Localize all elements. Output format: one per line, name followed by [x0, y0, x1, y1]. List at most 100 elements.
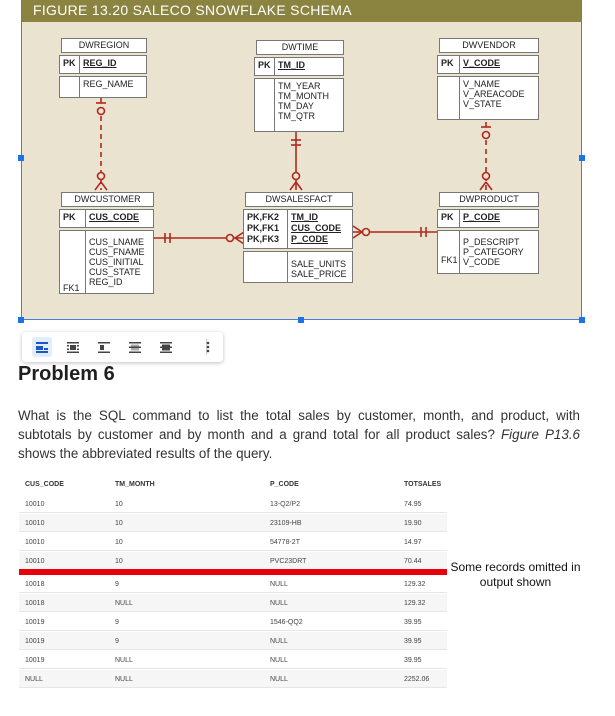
entity-pk-row: PK CUS_CODE — [59, 209, 154, 228]
entity-attr-row: V_NAME V_AREACODE V_STATE — [437, 76, 539, 120]
cell-p-code: NULL — [270, 600, 288, 607]
question-main: What is the SQL command to list the tota… — [18, 408, 580, 442]
entity-pk-row: PK REG_ID — [59, 55, 147, 74]
more-options-button[interactable] — [201, 337, 215, 357]
resize-handle-bottom-left[interactable] — [18, 317, 24, 323]
cell-cus-code: 10019 — [25, 657, 45, 664]
table-row: 10010 10 13-Q2/P2 74.95 — [19, 495, 447, 513]
cell-cus-code: 10018 — [25, 600, 45, 607]
entity-pk-row: PK P_CODE — [437, 209, 539, 228]
omitted-records-note: Some records omitted in output shown — [450, 560, 581, 589]
cell-tm-month: 10 — [115, 539, 123, 546]
wrap-text-button[interactable] — [63, 337, 83, 357]
pk-label: PK,FK3 — [247, 234, 280, 244]
pk-field: REG_ID — [83, 58, 117, 68]
cell-tm-month: 9 — [115, 619, 119, 626]
entity-pk-row: PK V_CODE — [437, 55, 539, 74]
cell-totsales: 70.44 — [404, 558, 422, 565]
attr-field: CUS_STATE — [89, 267, 141, 277]
behind-text-button[interactable] — [125, 337, 145, 357]
attr-field: REG_NAME — [83, 79, 134, 89]
cell-totsales: 39.95 — [404, 657, 422, 664]
pk-field: CUS_CODE — [89, 212, 140, 222]
problem-title: Problem 6 — [18, 363, 115, 385]
resize-handle-bottom-right[interactable] — [579, 317, 585, 323]
attr-field: SALE_UNITS — [291, 259, 347, 269]
entity-name: DWREGION — [61, 38, 147, 53]
table-row: 10010 10 PVC23DRT 70.44 — [19, 552, 447, 570]
entity-attr-row: SALE_UNITS SALE_PRICE — [243, 251, 353, 283]
entity-attr-row: REG_NAME — [59, 76, 147, 98]
cell-tm-month: 10 — [115, 520, 123, 527]
attr-field: V_CODE — [463, 257, 501, 267]
schema-figure[interactable]: FIGURE 13.20 SALECO SNOWFLAKE SCHEMA — [21, 0, 582, 320]
in-front-of-text-button[interactable] — [156, 337, 176, 357]
cell-p-code: NULL — [270, 581, 288, 588]
entity-name: DWVENDOR — [439, 38, 539, 53]
attr-field: CUS_INITIAL — [89, 257, 144, 267]
attr-field: V_STATE — [463, 99, 502, 109]
cell-totsales: 129.32 — [404, 581, 426, 588]
pk-field: TM_ID — [278, 60, 305, 70]
table-row: 10010 10 54778-2T 14.97 — [19, 533, 447, 551]
entity-name: DWPRODUCT — [439, 192, 539, 207]
attr-field: TM_MONTH — [278, 91, 329, 101]
table-row: 10018 NULL NULL 129.32 — [19, 594, 447, 612]
resize-handle-bottom[interactable] — [298, 317, 304, 323]
column-header: CUS_CODE — [25, 481, 64, 488]
attr-field: REG_ID — [89, 277, 123, 287]
resize-handle-right[interactable] — [579, 155, 585, 161]
table-row: NULL NULL NULL 2252.06 — [19, 670, 447, 688]
pk-field: CUS_CODE — [291, 223, 342, 233]
figure-title: FIGURE 13.20 SALECO SNOWFLAKE SCHEMA — [33, 2, 352, 18]
attr-field: TM_YEAR — [278, 81, 321, 91]
pk-label: PK — [60, 56, 80, 73]
table-row: 10019 9 NULL 39.95 — [19, 632, 447, 650]
pk-label: PK — [438, 56, 460, 73]
attr-field: V_NAME — [463, 79, 501, 89]
cell-tm-month: 10 — [115, 501, 123, 508]
align-inline-icon — [36, 342, 48, 353]
resize-handle-left[interactable] — [18, 155, 24, 161]
attr-field: P_CATEGORY — [463, 247, 524, 257]
cell-cus-code: NULL — [25, 676, 43, 683]
attr-field: SALE_PRICE — [291, 269, 347, 279]
in-front-of-text-icon — [160, 342, 172, 353]
wrap-text-icon — [67, 342, 79, 353]
column-header: TOTSALES — [404, 481, 442, 488]
table-row: 10018 9 NULL 129.32 — [19, 575, 447, 593]
image-options-toolbar — [22, 332, 223, 362]
pk-label: PK,FK1 — [247, 223, 280, 233]
cell-totsales: 39.95 — [404, 638, 422, 645]
pk-label: PK — [60, 210, 86, 227]
entity-attr-row: FK1 CUS_LNAME CUS_FNAME CUS_INITIAL CUS_… — [59, 230, 154, 294]
cell-p-code: 13-Q2/P2 — [270, 501, 300, 508]
attr-field: TM_DAY — [278, 101, 314, 111]
figure-header: FIGURE 13.20 SALECO SNOWFLAKE SCHEMA — [21, 0, 582, 22]
cell-tm-month: 9 — [115, 638, 119, 645]
attr-field: P_DESCRIPT — [463, 237, 520, 247]
pk-field: P_CODE — [463, 212, 501, 222]
column-header: TM_MONTH — [115, 481, 155, 488]
more-options-icon — [206, 341, 210, 353]
break-text-button[interactable] — [94, 337, 114, 357]
toolbar-divider — [206, 339, 207, 355]
cell-p-code: 54778-2T — [270, 539, 300, 546]
relationship-lines — [94, 98, 493, 245]
cell-tm-month: 10 — [115, 558, 123, 565]
cell-p-code: 23109-HB — [270, 520, 302, 527]
pk-label: PK — [255, 58, 275, 75]
cell-totsales: 19.90 — [404, 520, 422, 527]
pk-field: V_CODE — [463, 58, 501, 68]
attr-field: CUS_FNAME — [89, 247, 145, 257]
attr-field: CUS_LNAME — [89, 237, 145, 247]
cell-totsales: 39.95 — [404, 619, 422, 626]
entity-name: DWSALESFACT — [245, 192, 353, 207]
cell-cus-code: 10018 — [25, 581, 45, 588]
image-selection-border — [21, 0, 582, 320]
table-row: 10019 NULL NULL 39.95 — [19, 651, 447, 669]
align-inline-button[interactable] — [32, 337, 52, 357]
question-tail: shows the abbreviated results of the que… — [18, 446, 273, 461]
entity-name: DWTIME — [256, 40, 344, 55]
cell-tm-month: NULL — [115, 600, 133, 607]
